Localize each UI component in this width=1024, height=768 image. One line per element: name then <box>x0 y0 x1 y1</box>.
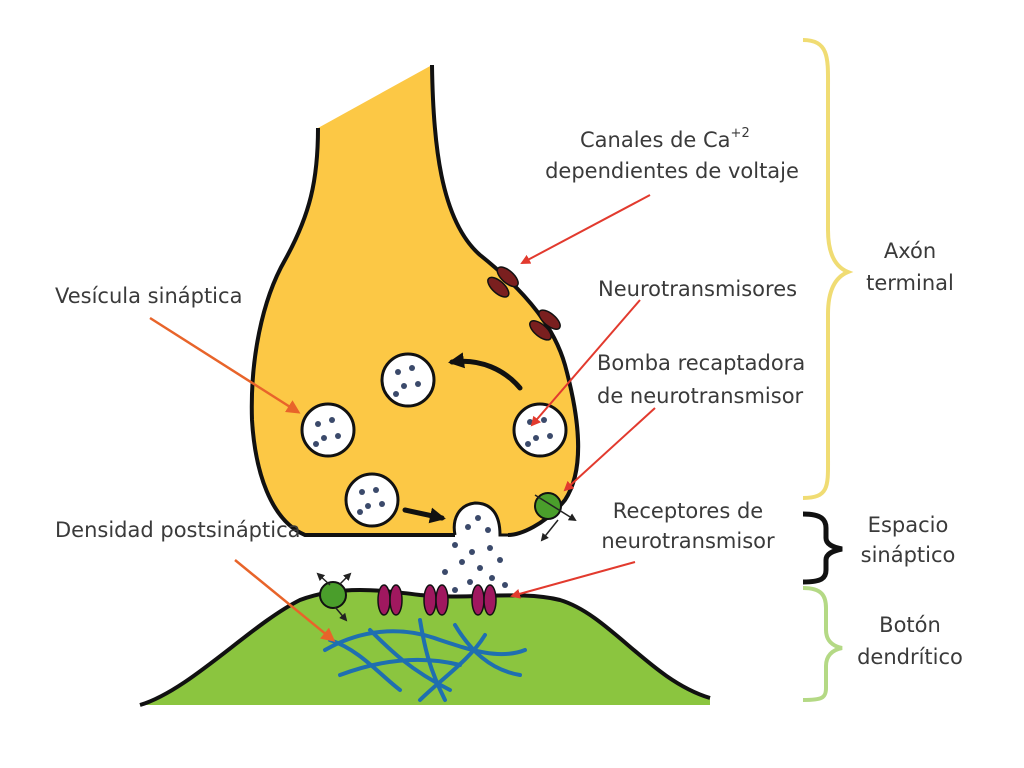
vesicle <box>512 402 568 458</box>
label-postsynaptic-density: Densidad postsináptica <box>55 518 301 542</box>
arrow-receptors <box>510 561 636 599</box>
vesicle <box>380 352 436 408</box>
axon-terminal <box>249 64 581 537</box>
label-synaptic-space-1: Espacio <box>868 513 949 537</box>
arrow-calcium-channels <box>520 194 651 264</box>
synaptic-vesicles <box>300 352 568 528</box>
brace-synaptic-space <box>802 511 843 585</box>
label-receptors-2: neurotransmisor <box>601 529 775 553</box>
svg-text:Canales de Ca+2: Canales de Ca+2 <box>580 126 750 152</box>
label-axon-terminal-1: Axón <box>884 239 936 263</box>
arrow-synaptic-vesicle <box>149 316 301 414</box>
label-reuptake-pump-2: de neurotransmisor <box>597 384 804 408</box>
label-synaptic-vesicle: Vesícula sináptica <box>55 284 242 308</box>
released-neurotransmitters <box>442 515 508 593</box>
label-calcium-superscript: +2 <box>731 126 750 141</box>
labels: Canales de Ca+2 dependientes de voltaje … <box>55 126 963 669</box>
vesicle <box>300 402 356 458</box>
calcium-channels <box>487 266 561 341</box>
label-neurotransmitters: Neurotransmisores <box>598 277 797 301</box>
brace-dendritic-button <box>802 586 843 702</box>
brace-axon-terminal <box>802 38 854 500</box>
arrow-neurotransmitters <box>530 299 641 427</box>
label-synaptic-space-2: sináptico <box>861 543 956 567</box>
label-dendritic-button-1: Botón <box>879 613 941 637</box>
vesicle-cycle-arrows <box>402 352 523 524</box>
label-calcium-channels-2: dependientes de voltaje <box>545 159 799 183</box>
label-receptors-1: Receptores de <box>613 499 763 523</box>
arrow-postsynaptic-density <box>234 559 336 642</box>
label-reuptake-pump-1: Bomba recaptadora <box>597 351 805 375</box>
neurotransmitter-receptors <box>377 584 497 616</box>
arrow-reuptake-pump <box>563 407 656 492</box>
pointer-arrows <box>149 194 656 642</box>
postsynaptic-pump <box>316 572 352 622</box>
reuptake-pump <box>534 492 577 542</box>
label-axon-terminal-2: terminal <box>866 271 954 295</box>
label-dendritic-button-2: dendrítico <box>857 645 963 669</box>
label-calcium-channels: Canales de Ca <box>580 128 731 152</box>
vesicle <box>344 472 400 528</box>
postsynaptic-filaments <box>323 618 527 702</box>
